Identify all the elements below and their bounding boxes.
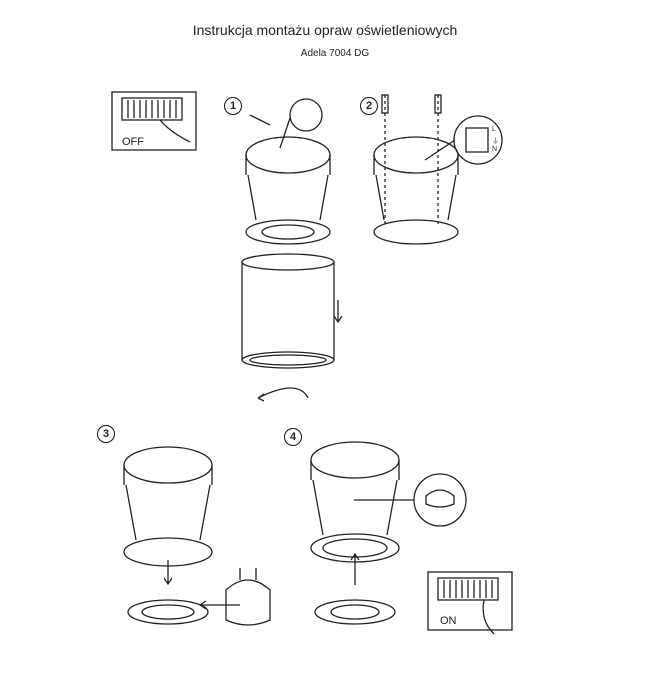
terminal-ground: ⏚	[492, 138, 499, 145]
product-name: Adela 7004 DG	[300, 48, 370, 59]
terminal-n: N	[492, 146, 498, 153]
fixture-step3	[123, 446, 271, 626]
step-3-marker: 3	[97, 425, 115, 443]
step-4-marker: 4	[284, 428, 302, 446]
step-2-marker: 2	[360, 97, 378, 115]
cylinder-housing	[241, 253, 343, 402]
fixture-step1	[245, 98, 331, 245]
on-label: ON	[440, 615, 457, 627]
fixture-step2	[373, 94, 503, 245]
off-label: OFF	[122, 136, 144, 148]
breaker-panel-off	[111, 91, 197, 151]
fixture-step4	[310, 441, 467, 625]
page-title: Instrukcja montażu opraw oświetleniowych	[192, 22, 458, 38]
step-1-marker: 1	[224, 97, 242, 115]
breaker-panel-on	[427, 571, 513, 635]
terminal-l: L	[492, 126, 496, 133]
